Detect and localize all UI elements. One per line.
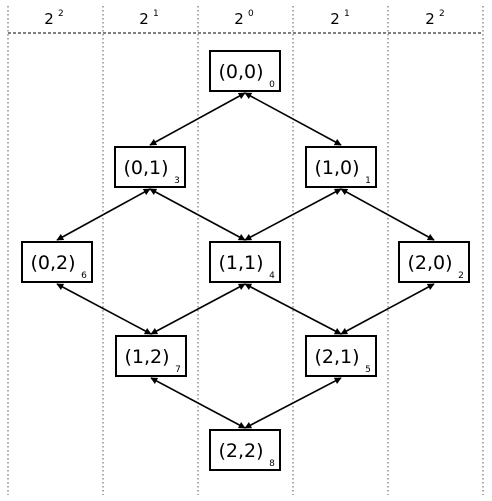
node-rect <box>209 50 281 92</box>
column-header-exponent: 0 <box>248 9 254 19</box>
column-header-base: 2 <box>234 10 244 28</box>
node-box: (0,0) 0 <box>209 50 281 92</box>
node-label: (2,0) <box>407 252 452 274</box>
node-label: (0,0) <box>218 61 263 83</box>
edge-arrow <box>56 283 152 335</box>
node-box: (0,2) 6 <box>21 241 93 283</box>
column-header-exponent: 2 <box>58 9 64 19</box>
edge-arrow <box>150 283 246 335</box>
node-index: 0 <box>269 80 275 90</box>
node-label: (2,1) <box>314 346 359 368</box>
node-box: (2,1) 5 <box>305 335 377 377</box>
node-label: (0,2) <box>30 252 75 274</box>
node-label: (2,2) <box>218 440 263 462</box>
edge-arrow <box>150 377 246 429</box>
column-header-base: 2 <box>139 10 149 28</box>
node-label: (1,0) <box>314 157 359 179</box>
node-rect <box>305 146 377 188</box>
node-label: (0,1) <box>123 157 168 179</box>
column-header-exponent: 1 <box>153 9 159 19</box>
node-index: 7 <box>175 365 181 375</box>
edge-arrow <box>149 92 246 146</box>
node-box: (1,2) 7 <box>115 335 187 377</box>
nodes: (0,0) 0 (0,1) 3 (1,0) 1 (0,2) 6 (1,1) 4 (2,0) 2 (1,2… <box>21 50 470 471</box>
node-index: 5 <box>365 365 371 375</box>
edge-arrow <box>56 188 151 241</box>
column-header-base: 2 <box>330 10 340 28</box>
edge-arrow <box>244 283 342 335</box>
node-rect <box>398 241 470 283</box>
column-header-exponent: 2 <box>439 9 445 19</box>
column-dividers <box>7 6 484 495</box>
node-rect <box>209 241 281 283</box>
node-index: 6 <box>81 271 87 281</box>
node-box: (0,1) 3 <box>114 146 186 188</box>
node-label: (1,2) <box>124 346 169 368</box>
node-box: (1,0) 1 <box>305 146 377 188</box>
edge-arrow <box>149 188 246 241</box>
node-box: (1,1) 4 <box>209 241 281 283</box>
column-header-exponent: 1 <box>344 9 350 19</box>
edge-arrow <box>244 377 342 429</box>
node-box: (2,2) 8 <box>209 429 281 471</box>
column-header-base: 2 <box>44 10 54 28</box>
node-rect <box>21 241 93 283</box>
node-label: (1,1) <box>218 252 263 274</box>
node-rect <box>114 146 186 188</box>
edges <box>56 92 435 429</box>
edge-arrow <box>244 92 342 146</box>
node-rect <box>305 335 377 377</box>
node-index: 3 <box>174 176 180 186</box>
node-index: 4 <box>269 271 275 281</box>
edge-arrow <box>340 283 435 335</box>
column-header-base: 2 <box>425 10 435 28</box>
node-box: (2,0) 2 <box>398 241 470 283</box>
node-rect <box>115 335 187 377</box>
node-index: 2 <box>458 271 464 281</box>
node-index: 8 <box>269 459 275 469</box>
node-rect <box>209 429 281 471</box>
edge-arrow <box>340 188 435 241</box>
node-index: 1 <box>365 176 371 186</box>
edge-arrow <box>244 188 342 241</box>
